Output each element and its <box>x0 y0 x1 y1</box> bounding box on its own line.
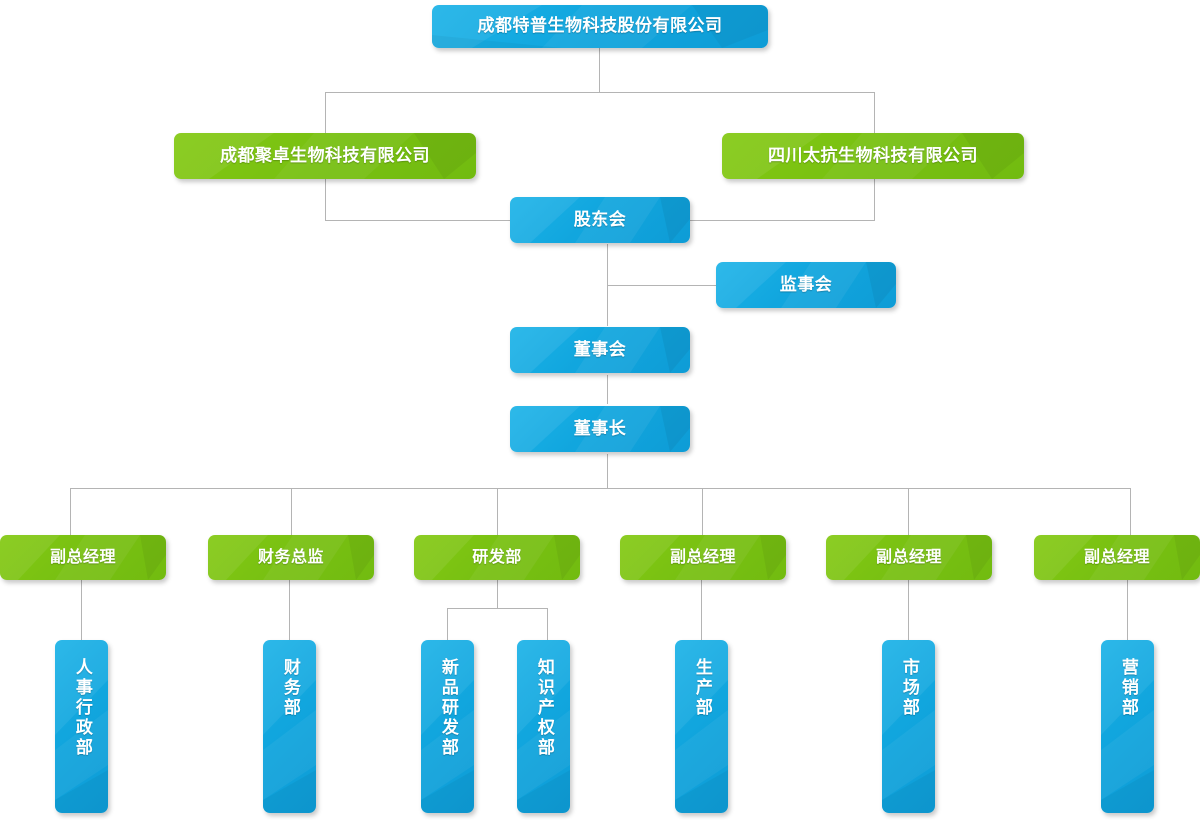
node-label: 董事会 <box>573 339 627 359</box>
node-label: 董事长 <box>573 418 627 438</box>
node-dept-production[interactable]: 生产部 <box>675 640 728 813</box>
connector-drop-manager-5 <box>908 488 909 535</box>
connector-dept-production <box>701 580 702 640</box>
connector-rd-bar <box>447 608 548 609</box>
node-label: 股东会 <box>573 209 627 229</box>
connector-chairman-down <box>607 454 608 488</box>
node-label: 知识产权部 <box>534 658 554 758</box>
connector-shareholders-right <box>689 220 875 221</box>
node-label: 生产部 <box>692 658 712 718</box>
connector-rd-down <box>497 580 498 609</box>
connector-company-down <box>599 48 600 93</box>
node-label: 市场部 <box>899 658 919 718</box>
node-manager-deputy-gm-2[interactable]: 副总经理 <box>620 535 786 580</box>
node-dept-market[interactable]: 市场部 <box>882 640 935 813</box>
node-label: 财务部 <box>280 658 300 718</box>
node-label: 财务总监 <box>257 548 324 566</box>
node-label: 新品研发部 <box>438 658 458 758</box>
node-label: 研发部 <box>472 548 522 566</box>
node-label: 副总经理 <box>875 548 942 566</box>
node-label: 副总经理 <box>669 548 736 566</box>
connector-drop-manager-2 <box>291 488 292 535</box>
node-label: 监事会 <box>779 274 833 294</box>
node-chairman[interactable]: 董事长 <box>510 406 690 452</box>
node-supervisory-board[interactable]: 监事会 <box>716 262 896 308</box>
node-dept-hr-admin[interactable]: 人事行政部 <box>55 640 108 813</box>
connector-rd-right-drop <box>547 608 548 641</box>
connector-dept-finance <box>289 580 290 640</box>
connector-dept-hr <box>81 580 82 640</box>
connector-rd-left-drop <box>447 608 448 641</box>
node-shareholders-meeting[interactable]: 股东会 <box>510 197 690 243</box>
connector-drop-manager-6 <box>1130 488 1131 535</box>
node-manager-rd-department[interactable]: 研发部 <box>414 535 580 580</box>
connector-drop-manager-1 <box>70 488 71 535</box>
node-company[interactable]: 成都特普生物科技股份有限公司 <box>432 5 768 48</box>
connector-supervisors-branch <box>607 285 717 286</box>
node-board-of-directors[interactable]: 董事会 <box>510 327 690 373</box>
connector-shareholders-left <box>325 220 511 221</box>
connector-drop-manager-3 <box>497 488 498 535</box>
node-label: 四川太抗生物科技有限公司 <box>768 145 978 165</box>
node-label: 人事行政部 <box>72 658 92 758</box>
node-dept-finance[interactable]: 财务部 <box>263 640 316 813</box>
node-manager-deputy-gm-4[interactable]: 副总经理 <box>1034 535 1200 580</box>
node-subsidiary-left[interactable]: 成都聚卓生物科技有限公司 <box>174 133 476 179</box>
node-label: 副总经理 <box>49 548 116 566</box>
node-label: 营销部 <box>1118 658 1138 718</box>
node-dept-intellectual-property[interactable]: 知识产权部 <box>517 640 570 813</box>
node-manager-deputy-gm-3[interactable]: 副总经理 <box>826 535 992 580</box>
connector-manager-bar <box>70 488 1130 489</box>
connector-dept-sales <box>1127 580 1128 640</box>
connector-drop-manager-4 <box>702 488 703 535</box>
node-manager-deputy-gm-1[interactable]: 副总经理 <box>0 535 166 580</box>
node-dept-sales[interactable]: 营销部 <box>1101 640 1154 813</box>
node-label: 成都聚卓生物科技有限公司 <box>220 145 430 165</box>
node-subsidiary-right[interactable]: 四川太抗生物科技有限公司 <box>722 133 1024 179</box>
node-label: 副总经理 <box>1083 548 1150 566</box>
node-label: 成都特普生物科技股份有限公司 <box>477 16 723 36</box>
node-manager-cfo[interactable]: 财务总监 <box>208 535 374 580</box>
connector-board-chairman <box>607 375 608 404</box>
connector-dept-marketing <box>908 580 909 640</box>
connector-subsidiary-bar <box>325 92 875 93</box>
node-dept-new-product-rd[interactable]: 新品研发部 <box>421 640 474 813</box>
